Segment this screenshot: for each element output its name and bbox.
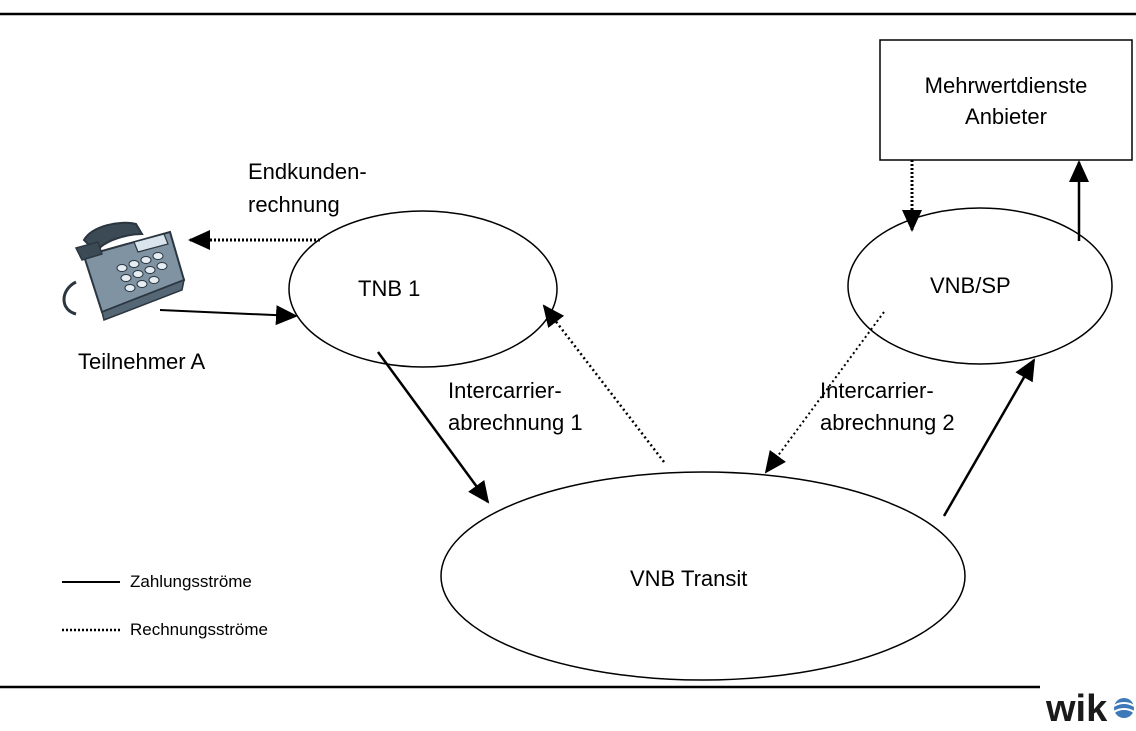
endkunden-label-line2: rechnung — [248, 192, 340, 217]
legend-invoice-label: Rechnungsströme — [130, 620, 268, 639]
vnb-sp-label: VNB/SP — [930, 273, 1011, 298]
payment-arrow-phone-to-tnb1 — [159, 305, 298, 326]
invoice-arrow-vnbsp-to-transit — [764, 311, 885, 474]
payment-arrow-transit-to-vnbsp — [942, 358, 1036, 517]
mehrwertdienste-label-line2: Anbieter — [965, 104, 1047, 129]
mehrwertdienste-label-line1: Mehrwertdienste — [924, 73, 1088, 98]
mehrwertdienste-box — [879, 39, 1133, 161]
wik-logo-mark — [1113, 698, 1135, 718]
intercarrier2-label-line1: Intercarrier- — [820, 378, 934, 403]
vnb-transit-label: VNB Transit — [630, 566, 748, 591]
wik-logo-text: wik — [1046, 688, 1108, 730]
legend-payment-label: Zahlungsströme — [130, 572, 252, 591]
endkunden-label-line1: Endkunden- — [248, 159, 367, 184]
intercarrier1-label-line1: Intercarrier- — [448, 378, 562, 403]
tnb1-node — [288, 210, 558, 368]
intercarrier1-label-line2: abrechnung 1 — [448, 410, 583, 435]
telephone-icon — [62, 221, 186, 322]
tnb1-label: TNB 1 — [358, 276, 421, 301]
teilnehmer-label: Teilnehmer A — [78, 349, 206, 374]
intercarrier2-label-line2: abrechnung 2 — [820, 410, 955, 435]
vnb-sp-node — [847, 207, 1113, 365]
vnb-transit-node — [440, 471, 966, 681]
invoice-arrow-transit-to-tnb1 — [542, 304, 665, 463]
payment-arrow-tnb1-to-transit — [376, 351, 490, 504]
